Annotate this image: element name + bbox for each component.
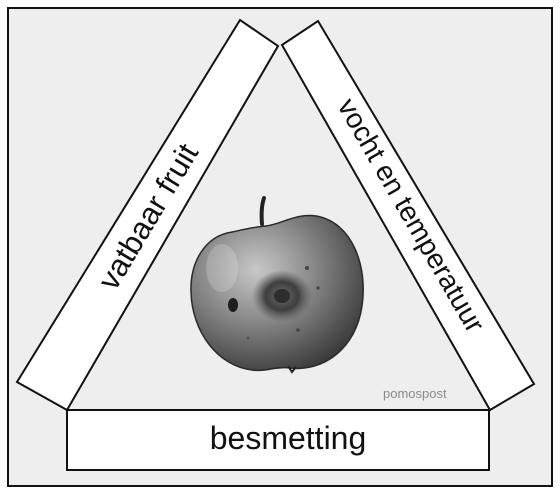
watermark-text: pomospost [383, 386, 447, 401]
bottom-side-label: besmetting [210, 420, 367, 456]
bottom-side-bar: besmetting [67, 410, 489, 470]
